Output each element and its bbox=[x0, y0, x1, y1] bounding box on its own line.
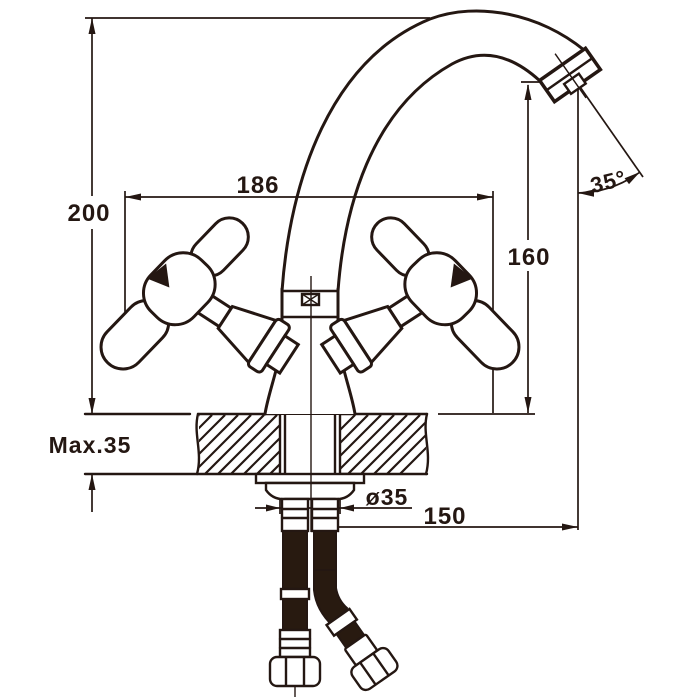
spout bbox=[280, 9, 603, 293]
dim-hole-label: ø35 bbox=[366, 484, 409, 510]
deck-hatch-left bbox=[199, 415, 280, 473]
supply-hose-left bbox=[268, 530, 322, 697]
lock-nut bbox=[264, 481, 356, 501]
handle-hub-shadow bbox=[147, 263, 170, 288]
dimension-150: 150 bbox=[311, 503, 578, 531]
dim-150-label: 150 bbox=[423, 503, 466, 530]
dimension-35deg: 35° bbox=[577, 83, 644, 530]
counter-deck bbox=[83, 412, 430, 476]
right-handle bbox=[319, 216, 521, 376]
mounting-washer bbox=[254, 472, 366, 485]
mounting-hole bbox=[281, 415, 339, 473]
hose-fitting bbox=[278, 628, 312, 659]
supply-hose-right bbox=[313, 530, 399, 692]
aerator bbox=[562, 72, 588, 96]
deck-break-left bbox=[195, 412, 201, 476]
dimension-lines: 200 186 160 35° bbox=[49, 17, 644, 531]
dim-160-label: 160 bbox=[507, 244, 550, 271]
spout-outer-curve bbox=[280, 9, 586, 293]
spout-inner-curve bbox=[336, 53, 542, 293]
dim-35deg-label: 35° bbox=[588, 165, 629, 198]
nozzle-axis-line bbox=[554, 53, 587, 99]
dimension-186: 186 bbox=[124, 172, 494, 413]
deck-break-right bbox=[424, 412, 430, 476]
hose-adapter-left bbox=[280, 497, 310, 533]
left-handle bbox=[99, 216, 301, 376]
mounting-hardware bbox=[254, 472, 366, 533]
dim-186-label: 186 bbox=[236, 172, 279, 199]
dim-200-label: 200 bbox=[67, 200, 110, 227]
hose-nut bbox=[268, 655, 322, 688]
hose-adapter-right bbox=[310, 497, 340, 533]
handle-hub-shadow bbox=[450, 263, 473, 288]
spout-nozzle bbox=[537, 45, 603, 105]
dim-max35-label: Max.35 bbox=[49, 432, 132, 458]
hose-band bbox=[279, 587, 311, 601]
dimension-200: 200 bbox=[67, 18, 110, 414]
handle-neck bbox=[264, 333, 301, 376]
dimension-max35: Max.35 bbox=[49, 432, 132, 512]
hose-nut bbox=[350, 646, 399, 692]
handle-neck bbox=[319, 333, 356, 376]
hose-elbow bbox=[313, 569, 349, 628]
deck-hatch-right bbox=[340, 415, 426, 473]
